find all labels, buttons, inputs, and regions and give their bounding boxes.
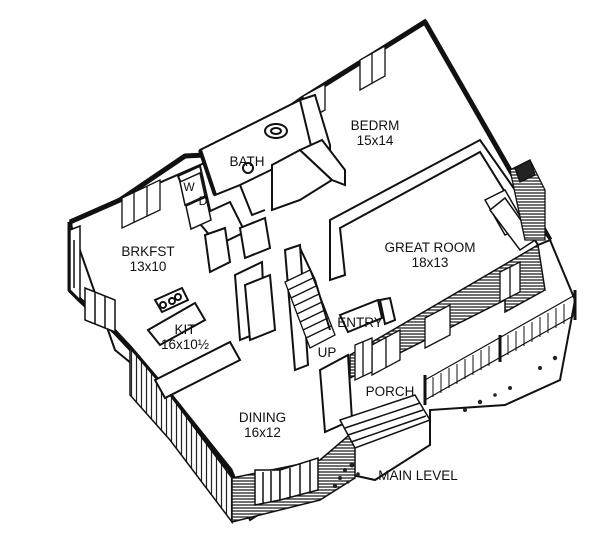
entry-door [354,337,373,382]
room-label-breakfast: BRKFST 13x10 [108,244,188,274]
washer-label: W [183,180,195,194]
room-name: BATH [229,154,265,169]
room-label-bedroom: BEDRM 15x14 [335,118,415,148]
room-label-dining: DINING 16x12 [220,410,305,440]
great-room-windows [371,260,521,377]
main-level-caption: MAIN LEVEL [378,468,458,483]
room-name: BRKFST [121,244,175,259]
room-label-kitchen: KIT 16x10½ [145,322,225,352]
room-name: BEDRM [350,118,400,133]
shrubs [332,355,558,489]
porch-railing [423,290,577,405]
room-name: KIT [174,322,196,337]
washer-dryer [179,171,212,231]
room-label-great-room: GREAT ROOM 18x13 [370,240,490,270]
room-size: 13x10 [129,259,167,274]
porch-steps [338,394,432,449]
room-label-porch: PORCH [355,384,425,399]
room-name: GREAT ROOM [384,240,476,255]
chimney [509,159,546,241]
room-name: ENTRY [337,315,383,330]
porch-balusters [432,304,565,397]
stairs [284,247,336,349]
breakfast-bay-window [69,224,116,334]
room-label-entry: ENTRY [330,315,390,330]
room-size: 18x13 [411,255,449,270]
room-name: PORCH [365,384,415,399]
room-size: 16x10½ [160,337,210,352]
dining-bay-window [254,456,319,506]
room-size: 15x14 [356,133,394,148]
dryer-label: D [198,194,208,208]
room-label-bath: BATH [222,154,272,169]
room-name: DINING [238,410,287,425]
room-size: 16x12 [244,425,281,440]
stair-up-label: UP [317,345,337,360]
